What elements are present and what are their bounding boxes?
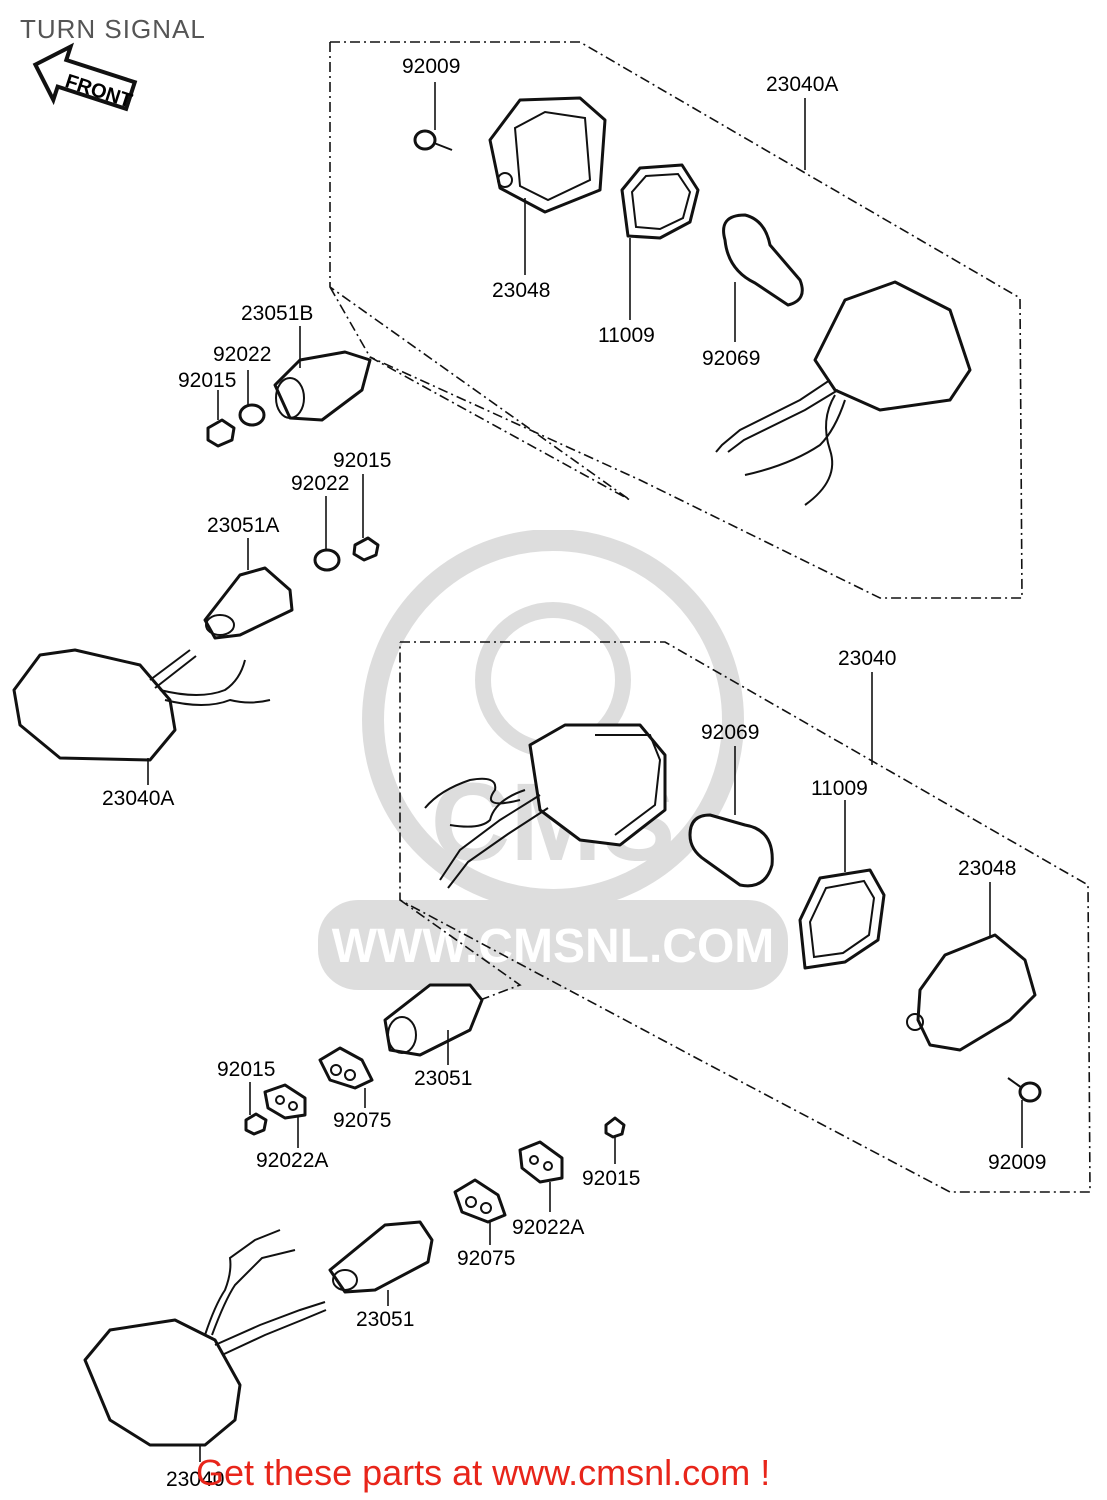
part-label-11009-top: 11009 <box>598 324 655 347</box>
gasket-11009-lower <box>798 868 886 970</box>
part-label-92069-top: 92069 <box>702 347 760 370</box>
washer-92022-mid <box>313 548 341 572</box>
part-label-92015-mid: 92015 <box>333 449 391 472</box>
rubber-23051B <box>273 350 372 422</box>
lower-assembly-link <box>399 899 522 1001</box>
lens-23048-lower <box>906 933 1037 1052</box>
part-label-23048-lower: 23048 <box>958 857 1016 880</box>
watermark-text: WWW.CMSNL.COM <box>332 920 775 973</box>
part-label-23051-mid: 23051 <box>414 1067 472 1090</box>
lens-23048-top <box>488 96 607 214</box>
nut-92015-upper <box>206 418 236 448</box>
part-label-23051-lower: 23051 <box>356 1308 414 1331</box>
part-label-23048-top: 23048 <box>492 279 550 302</box>
cmsnl-watermark-logo: CMS WWW.CMSNL.COM <box>318 530 788 990</box>
footer-link[interactable]: Get these parts at www.cmsnl.com ! <box>196 1452 771 1493</box>
screw-92009-lower <box>1007 1077 1042 1103</box>
nut-92015-lower-left <box>244 1112 268 1136</box>
screw-92009-top <box>413 129 453 151</box>
bulb-92069-top <box>722 213 804 307</box>
plate-92022A-mid <box>263 1083 307 1120</box>
upper-assembly-boundary-outer <box>330 41 1023 599</box>
grommet-92075-mid <box>318 1046 374 1090</box>
washer-92022-upper <box>238 403 266 427</box>
turn-signal-23040-lower <box>424 723 667 889</box>
rubber-23051-mid <box>383 983 484 1057</box>
rubber-23051A <box>203 566 294 640</box>
part-label-11009-lower: 11009 <box>811 777 868 800</box>
grommet-92075-lower <box>453 1178 507 1224</box>
gasket-11009-top <box>620 163 700 240</box>
part-label-92015-upper: 92015 <box>178 369 236 392</box>
part-label-92022-upper: 92022 <box>213 343 271 366</box>
part-label-23051A: 23051A <box>207 514 279 537</box>
part-label-92015-lower-right: 92015 <box>582 1167 640 1190</box>
rubber-23051-lower <box>328 1220 434 1294</box>
part-label-92069-lower: 92069 <box>701 721 759 744</box>
part-label-92022-mid: 92022 <box>291 472 349 495</box>
plate-92022A-lower <box>518 1140 564 1184</box>
turn-signal-23040A-upper <box>715 280 972 506</box>
lower-assembly-boundary <box>399 641 1091 1193</box>
part-label-23040-lower: 23040 <box>838 647 896 670</box>
upper-assembly-boundary <box>329 42 631 501</box>
part-label-92022A-mid: 92022A <box>256 1149 328 1172</box>
nut-92015-lower-right <box>604 1116 626 1139</box>
part-label-23040-bottom: 23040 <box>166 1468 224 1491</box>
part-label-23040A-upper: 23040A <box>766 73 838 96</box>
nut-92015-mid <box>352 536 380 562</box>
part-label-92075-mid: 92075 <box>333 1109 391 1132</box>
leader-lines <box>147 82 1023 1462</box>
front-arrow-icon: FRONT <box>32 42 138 113</box>
part-label-92075-lower: 92075 <box>457 1247 515 1270</box>
part-label-92015-lower-left: 92015 <box>217 1058 275 1081</box>
turn-signal-23040A-left <box>12 648 271 762</box>
part-label-92022A-lower: 92022A <box>512 1216 584 1239</box>
turn-signal-23040-bottom <box>83 1229 327 1447</box>
part-label-92009-lower: 92009 <box>988 1151 1046 1174</box>
page-title: TURN SIGNAL <box>20 14 206 44</box>
part-label-23040A-left: 23040A <box>102 787 174 810</box>
part-label-92009-top: 92009 <box>402 55 460 78</box>
part-label-23051B: 23051B <box>241 302 313 325</box>
bulb-92069-lower <box>688 813 774 888</box>
